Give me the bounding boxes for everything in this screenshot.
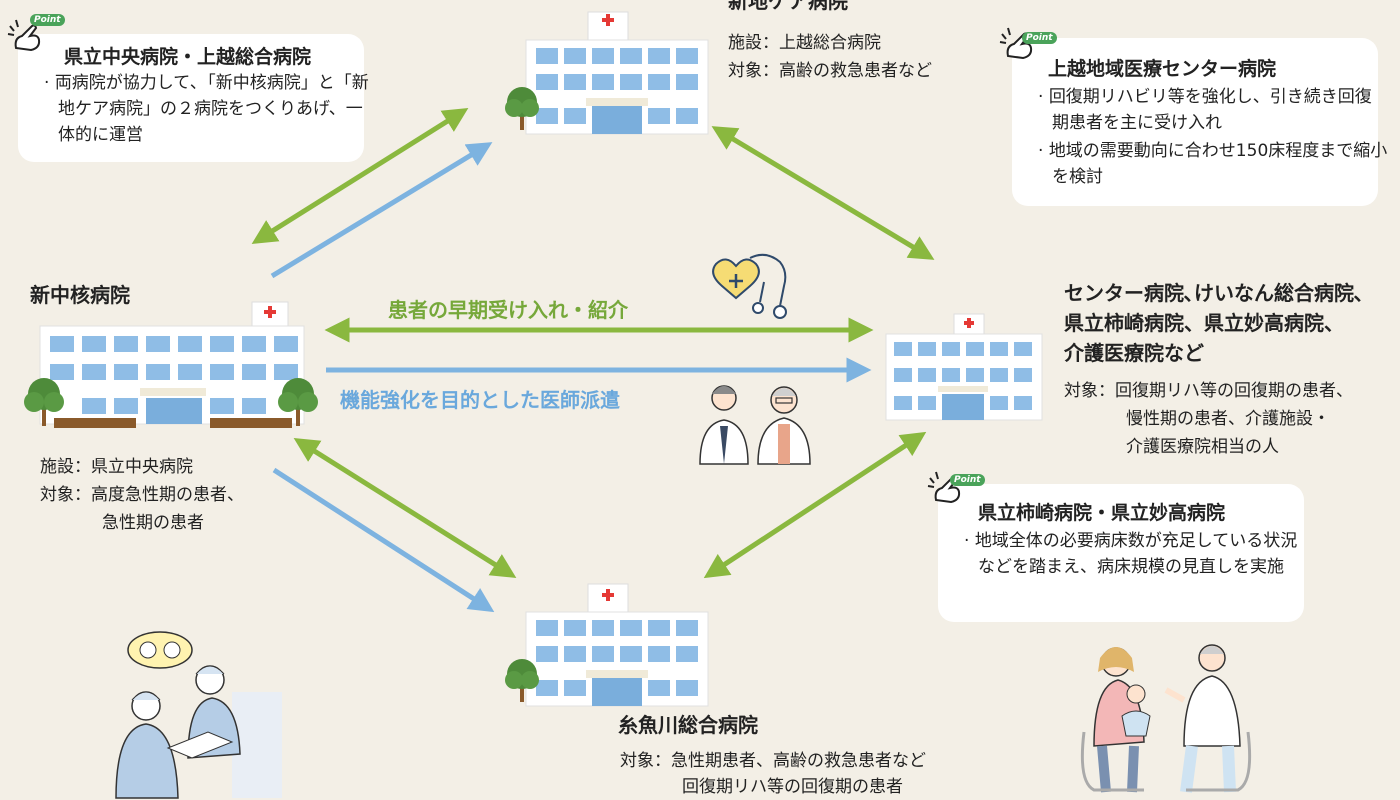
arrow-left-bottom-green (293, 438, 517, 578)
arrow-left-top-green (251, 108, 469, 244)
point-badge: Point (950, 474, 985, 486)
right-hospital-target-3: 介護医療院相当の人 (1126, 437, 1279, 457)
left-hospital-name: 新中核病院 (30, 283, 130, 307)
callout-title: 県立柿崎病院・県立妙高病院 (978, 502, 1226, 524)
right-hospital-name-2: 県立柿崎病院、県立妙高病院、 (1064, 311, 1344, 335)
callout-top-left: 県立中央病院・上越総合病院 · 両病院が協力して､「新中核病院」と「新地ケア病院… (18, 34, 369, 162)
right-hospital-name-3: 介護医療院など (1064, 341, 1204, 365)
pointing-hand-icon (7, 19, 41, 52)
top-hospital-target: 対象：高齢の救急患者など (728, 61, 932, 81)
callout-bullet: · 地域全体の必要病床数が充足している状況などを踏まえ、病床規模の見直しを実施 (964, 531, 1298, 577)
right-hospital-name-1: センター病院､けいなん総合病院､ (1064, 281, 1364, 305)
right-hospital-target-2: 慢性期の患者、介護施設・ (1126, 409, 1330, 429)
surgery-illustration-icon (115, 631, 282, 799)
left-hospital-target: 対象：高度急性期の患者、 (40, 485, 244, 505)
hospital-building-icon (505, 11, 709, 135)
green-arrow-label: 患者の早期受け入れ・紹介 (388, 298, 628, 322)
blue-arrow-label: 機能強化を目的とした医師派遣 (340, 388, 620, 412)
arrow-bottom-right-green (703, 431, 927, 579)
left-hospital-facility: 施設：県立中央病院 (40, 457, 193, 477)
callout-bullet: · 回復期リハビリ等を強化し、引き続き回復期患者を主に受け入れ (1038, 87, 1372, 133)
callout-top-right: 上越地域医療センター病院 · 回復期リハビリ等を強化し、引き続き回復期患者を主に… (1012, 38, 1387, 206)
consultation-illustration-icon (1080, 644, 1252, 793)
stethoscope-heart-icon (712, 253, 787, 319)
bottom-hospital-target-1: 対象：急性期患者、高齢の救急患者など (620, 751, 926, 771)
hospital-building-icon (505, 583, 709, 707)
top-hospital-facility: 施設：上越総合病院 (728, 33, 881, 53)
arrow-left-top-blue (270, 142, 493, 279)
hospital-building-icon (885, 313, 1043, 421)
left-hospital-target-cont: 急性期の患者 (102, 513, 204, 533)
callout-title: 県立中央病院・上越総合病院 (64, 46, 312, 68)
arrow-left-bottom-blue (272, 467, 495, 613)
arrow-top-right-green (711, 126, 935, 260)
point-badge: Point (30, 14, 65, 26)
point-badge: Point (1022, 32, 1057, 44)
callout-bullet: · 両病院が協力して､「新中核病院」と「新地ケア病院」の２病院をつくりあげ、一体… (44, 73, 369, 145)
hospital-building-icon (24, 301, 318, 428)
top-hospital-name: 新地ケア病院 (728, 0, 848, 13)
bottom-hospital-name: 糸魚川総合病院 (618, 713, 758, 737)
callout-title: 上越地域医療センター病院 (1048, 58, 1277, 80)
bottom-hospital-target-2: 回復期リハ等の回復期の患者 (682, 777, 903, 797)
callout-bullet: · 地域の需要動向に合わせ150床程度まで縮小を検討 (1038, 141, 1388, 187)
right-hospital-target-1: 対象：回復期リハ等の回復期の患者、 (1064, 381, 1353, 401)
doctors-icon (699, 385, 811, 465)
callout-bottom-right: 県立柿崎病院・県立妙高病院 · 地域全体の必要病床数が充足している状況などを踏ま… (938, 484, 1304, 622)
